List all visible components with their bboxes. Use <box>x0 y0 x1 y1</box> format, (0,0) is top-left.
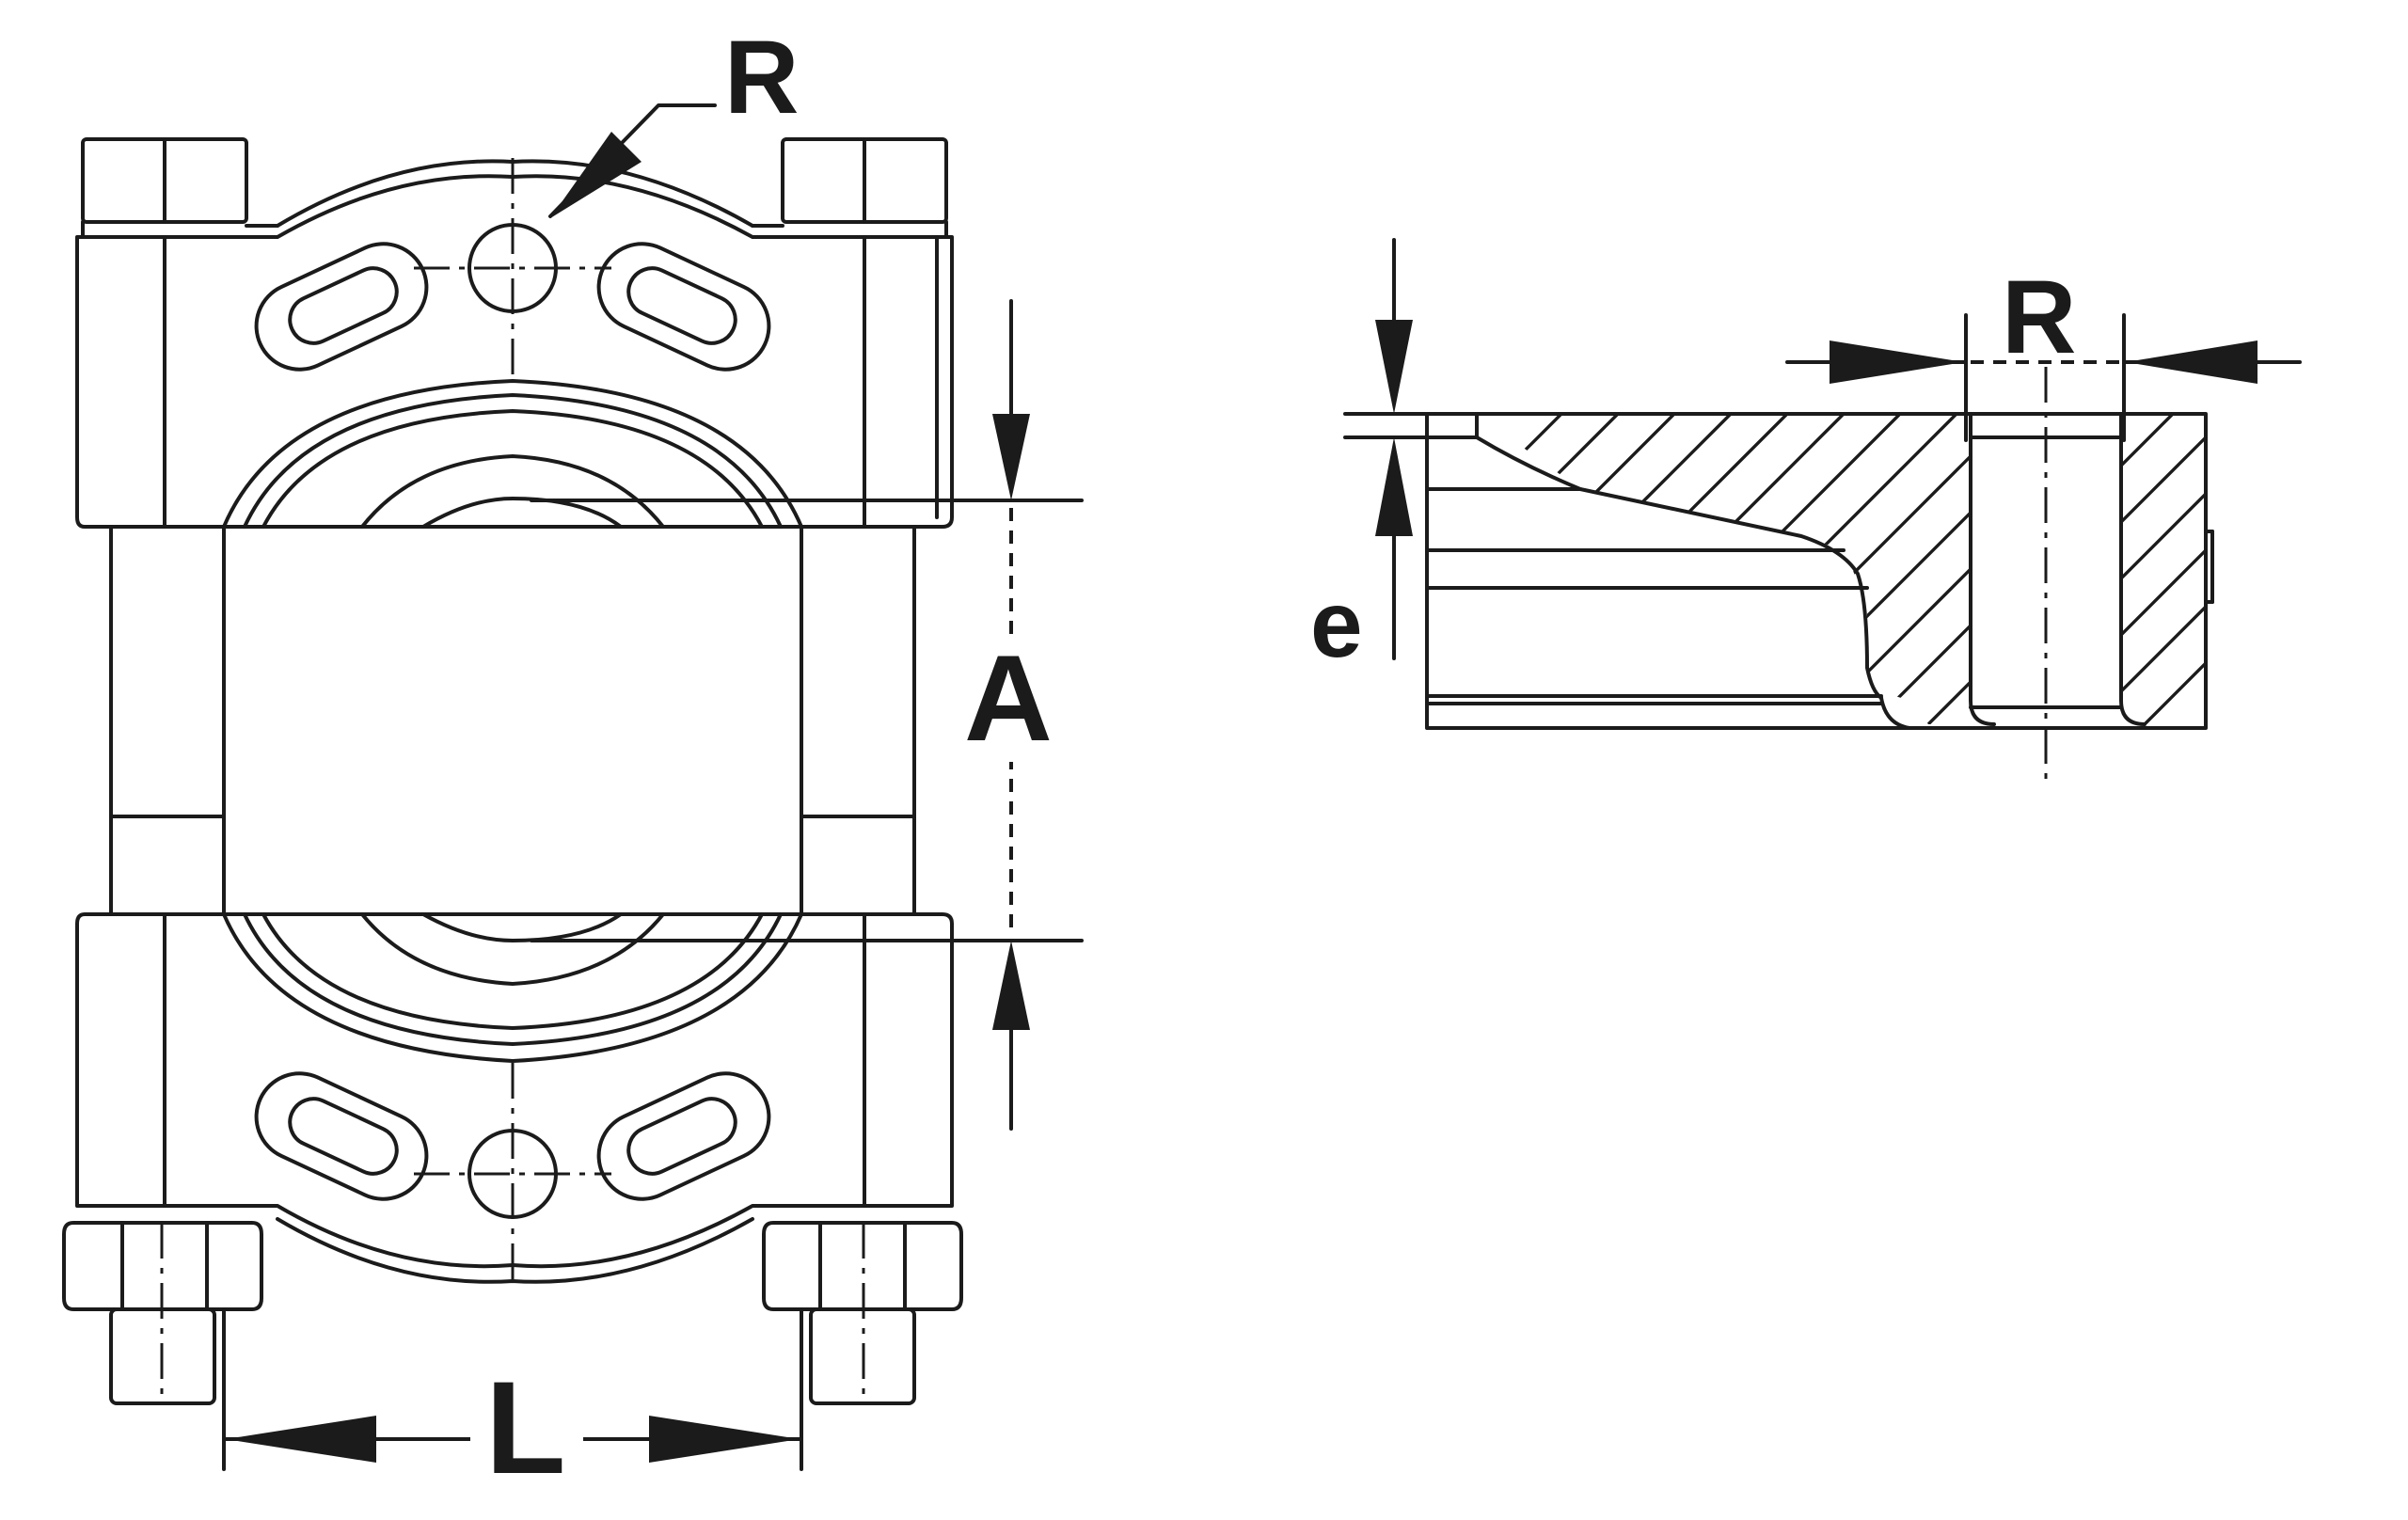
top-bolt-head-left <box>81 137 248 224</box>
radius-leader <box>548 103 717 218</box>
nut-left <box>62 1221 263 1405</box>
top-bolt-head-right <box>781 137 948 224</box>
length-label: L <box>485 1354 566 1501</box>
nut-right <box>762 1221 963 1405</box>
radius-label-section: R <box>2002 260 2076 375</box>
front-view: R A L <box>62 20 1084 1501</box>
upper-jaw <box>75 158 954 529</box>
hatch-right <box>2121 414 2206 724</box>
section-radius-dimension <box>1785 313 2302 442</box>
lower-jaw <box>75 912 954 1289</box>
section-view: R e <box>1310 238 2302 781</box>
radius-label-top: R <box>724 20 799 135</box>
tie-rods <box>109 525 916 916</box>
edge-label: e <box>1310 572 1363 677</box>
edge-dimension <box>1343 238 1436 660</box>
opening-label: A <box>964 629 1053 767</box>
hatch-left <box>1477 414 1971 724</box>
